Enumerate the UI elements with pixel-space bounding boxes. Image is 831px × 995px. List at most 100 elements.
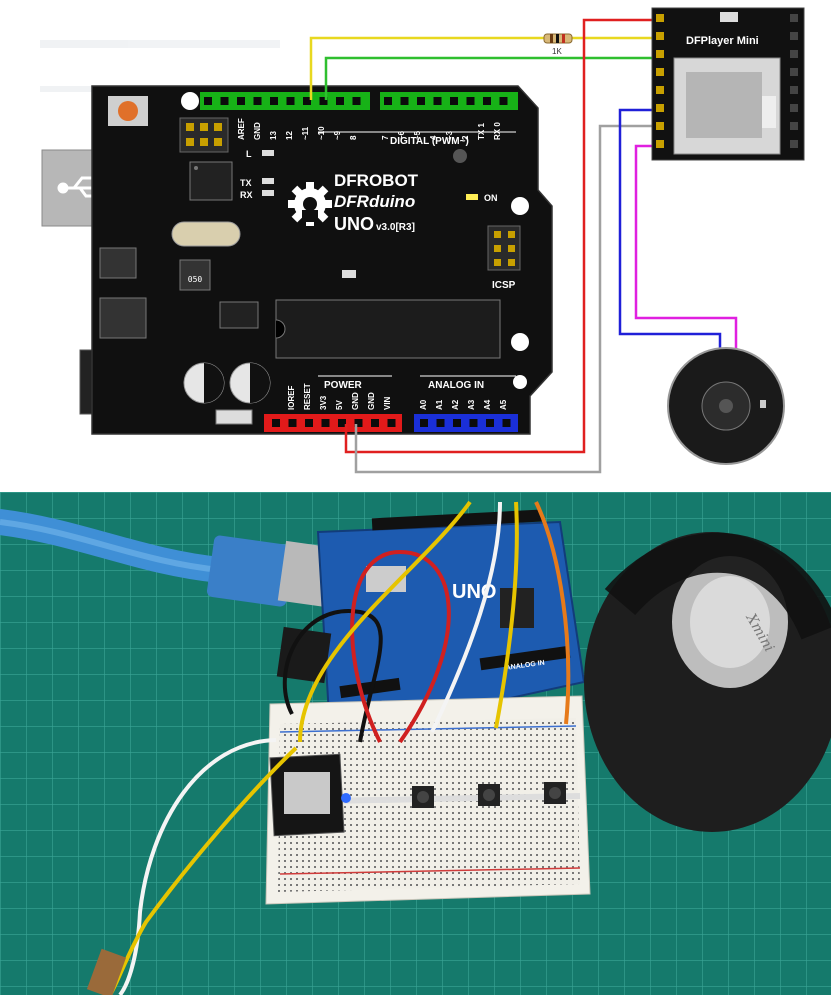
- analog-header-label: ANALOG IN: [428, 380, 484, 391]
- pin-label: IOREF: [287, 385, 296, 410]
- pin-label: 3V3: [319, 395, 328, 410]
- photo-wire-orange: [534, 501, 571, 725]
- header-pin: [483, 97, 491, 105]
- reset-button-component: [108, 96, 148, 126]
- pin-label: ~9: [333, 130, 342, 140]
- push-button: [544, 782, 566, 804]
- push-button: [412, 786, 434, 808]
- capacitor: [229, 362, 271, 404]
- crystal: [171, 221, 241, 247]
- version-sub-label: v3.0[R3]: [376, 222, 415, 233]
- pin-label: GND: [351, 392, 360, 410]
- header-pin: [253, 97, 262, 105]
- header-pin: [204, 97, 212, 105]
- photo-wire-white-2: [118, 738, 277, 995]
- pin-label: 13: [269, 131, 278, 140]
- breadboard-photo: UNO ANALOG IN Xmini: [0, 492, 831, 995]
- wire-speaker-minus: [618, 108, 722, 350]
- pin-label: A0: [419, 399, 428, 410]
- header-pin: [338, 419, 346, 427]
- header-pin: [319, 97, 328, 105]
- resistor-label: 1K: [552, 47, 562, 56]
- header-pin: [417, 97, 425, 105]
- header-pin: [436, 419, 445, 427]
- header-pin: [502, 419, 511, 427]
- pin-label: 2: [461, 135, 470, 140]
- header-pin: [499, 97, 508, 105]
- speaker-plug: [86, 948, 127, 995]
- wire-rx: [324, 56, 656, 100]
- header-pin: [450, 97, 458, 105]
- wire-vcc: [344, 18, 656, 454]
- chip-marking: 050: [188, 275, 203, 284]
- pin-label: A1: [435, 399, 444, 410]
- header-pin: [433, 97, 442, 105]
- pin-label: A3: [467, 399, 476, 410]
- header-pin: [237, 97, 245, 105]
- header-pin: [387, 419, 396, 427]
- background-artifact: [40, 40, 280, 92]
- led-tx-label: TX: [240, 178, 252, 188]
- header-pin: [352, 97, 361, 105]
- dfplayer-photo: [269, 753, 351, 837]
- header-pin: [466, 97, 475, 105]
- header-pin: [469, 419, 478, 427]
- analog-header: [414, 414, 518, 432]
- mounting-hole: [181, 92, 199, 110]
- header-pin: [400, 97, 409, 105]
- led-l-label: L: [246, 149, 252, 159]
- usb-icsp-header: [179, 117, 229, 153]
- pin-label: RX 0: [493, 122, 502, 140]
- pin-label: A4: [483, 399, 492, 410]
- pin-label: 8: [349, 135, 358, 140]
- icsp-header: [487, 225, 521, 271]
- digital-header-label: DIGITAL (PWM~): [390, 136, 469, 147]
- mounting-hole: [511, 333, 529, 351]
- header-pin: [371, 419, 379, 427]
- header-pin: [321, 419, 330, 427]
- pin-label: VIN: [383, 396, 392, 410]
- photo-wire-yellow-3: [108, 746, 298, 995]
- model-label: DFRduino: [334, 192, 415, 211]
- capacitor: [183, 362, 225, 404]
- pin-label: 4: [429, 135, 438, 140]
- wire-speaker-plus: [634, 144, 738, 350]
- pin-label: GND: [367, 392, 376, 410]
- dfrobot-gear-logo: [288, 182, 332, 226]
- pin-label: 7: [381, 135, 390, 140]
- pin-label: 12: [285, 131, 294, 140]
- header-pin: [453, 419, 461, 427]
- pin-label: GND: [253, 122, 262, 140]
- header-pin: [303, 97, 311, 105]
- header-pin: [272, 419, 280, 427]
- header-pin: [286, 97, 295, 105]
- led-on-label: ON: [484, 193, 498, 203]
- header-pin: [336, 97, 344, 105]
- header-pin: [354, 419, 363, 427]
- power-header-label: POWER: [324, 380, 363, 391]
- speaker: [667, 347, 785, 465]
- header-pin: [384, 97, 392, 105]
- digital-header: [200, 92, 518, 110]
- photo-wire-yellow: [298, 500, 472, 743]
- dfplayer-mini-module: DFPlayer Mini: [651, 7, 805, 161]
- pin-label: 5V: [335, 400, 344, 410]
- photo-wire-white: [430, 501, 502, 733]
- pin-label: ~5: [413, 130, 422, 140]
- header-pin: [420, 419, 428, 427]
- mounting-hole: [511, 197, 529, 215]
- voltage-regulator: [99, 247, 137, 279]
- pin-label: RESET: [303, 383, 312, 410]
- pin-label: ~10: [317, 126, 326, 140]
- header-pin: [270, 97, 278, 105]
- power-pin-labels: IOREF RESET 3V3 5V GND GND VIN: [287, 383, 392, 410]
- led-rx-label: RX: [240, 190, 253, 200]
- photo-wire-black: [282, 609, 383, 743]
- version-main-label: UNO: [334, 214, 374, 234]
- header-pin: [288, 419, 297, 427]
- atmega-chip: [275, 299, 501, 359]
- push-button: [478, 784, 500, 806]
